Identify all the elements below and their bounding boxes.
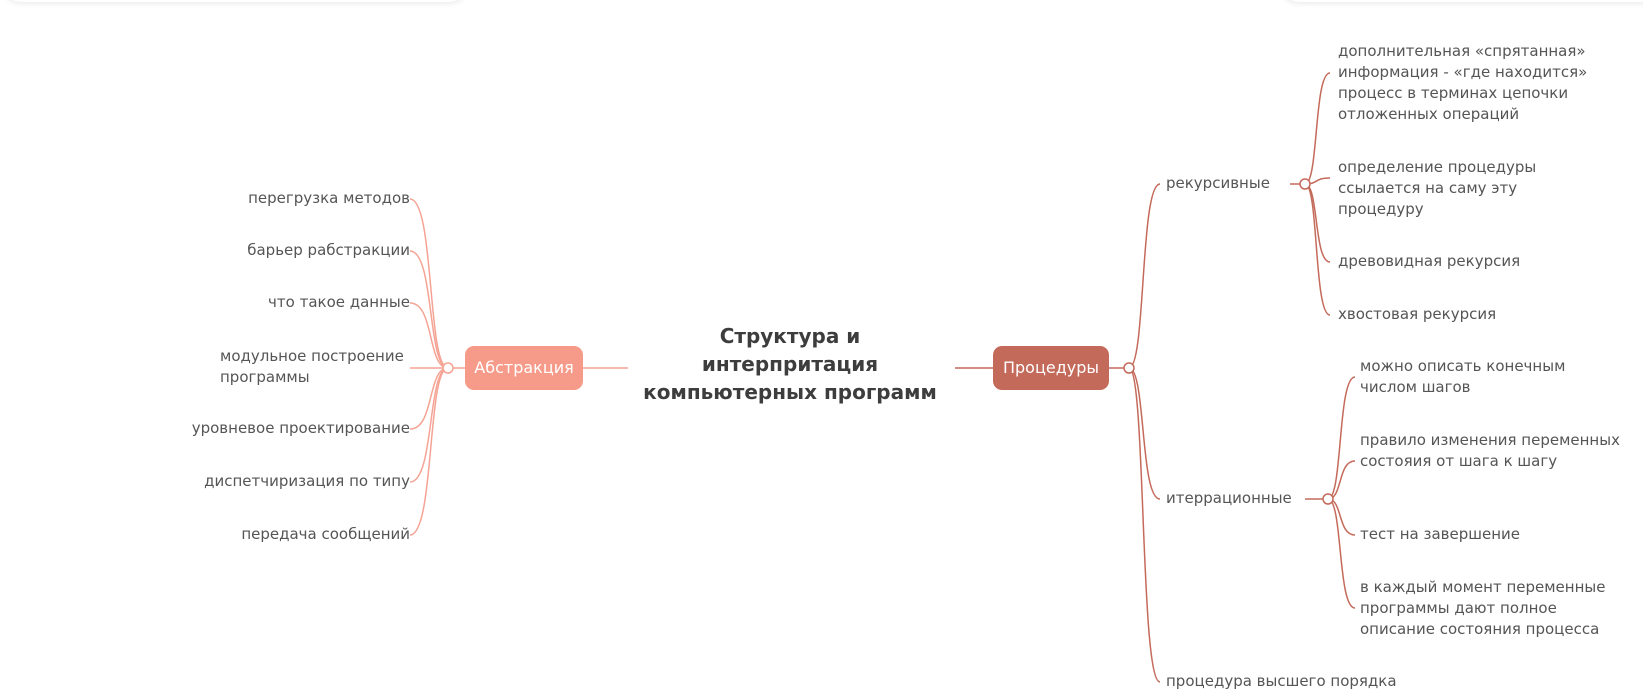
topic-higher-order-procedure[interactable]: процедура высшего порядка xyxy=(1166,672,1397,690)
edge-iterative-child xyxy=(1327,498,1356,609)
leaf-self-reference[interactable]: определение процедуры ссылается на саму … xyxy=(1338,158,1537,218)
edge-recursive-child xyxy=(1304,72,1331,185)
edge-procedures-child xyxy=(1128,367,1161,683)
edge-procedures-child xyxy=(1128,183,1161,369)
leaf-finite-steps[interactable]: можно описать конечным числом шагов xyxy=(1360,357,1566,396)
leaf-message-passing[interactable]: передача сообщений xyxy=(241,525,410,543)
topic-recursive[interactable]: рекурсивные xyxy=(1166,174,1270,192)
leaf-state-change-rule[interactable]: правило изменения переменных состояия от… xyxy=(1360,431,1620,470)
leaf-type-dispatch[interactable]: диспетчиризация по типу xyxy=(204,472,410,490)
leaf-tail-recursion[interactable]: хвостовая рекурсия xyxy=(1338,305,1497,323)
root-title-line: интерпритация xyxy=(701,352,879,376)
root-title-line: компьютерных программ xyxy=(643,380,937,404)
leaf-full-state-description[interactable]: в каждый момент переменные программы даю… xyxy=(1360,578,1606,638)
edge-abstraction-child xyxy=(409,250,449,369)
edge-abstraction-child xyxy=(409,198,449,369)
collapse-toggle-recursive[interactable] xyxy=(1299,178,1311,190)
edge-recursive-child xyxy=(1304,183,1331,316)
leaf-modular-construction[interactable]: модульное построение программы xyxy=(220,347,404,386)
collapse-toggle-iterative[interactable] xyxy=(1322,493,1334,505)
root-topic[interactable]: Структура и интерпритация компьютерных п… xyxy=(620,322,960,406)
topic-procedures[interactable]: Процедуры xyxy=(993,346,1109,390)
collapse-toggle-procedures[interactable] xyxy=(1123,362,1135,374)
leaf-tree-recursion[interactable]: древовидная рекурсия xyxy=(1338,252,1521,270)
edge-iterative-child xyxy=(1327,376,1356,500)
root-title-line: Структура и xyxy=(719,324,861,348)
leaf-layered-design[interactable]: уровневое проектирование xyxy=(191,419,410,437)
top-left-panel xyxy=(0,0,470,2)
edge-iterative-child xyxy=(1327,498,1356,536)
edge-recursive-child xyxy=(1304,183,1331,263)
edge-iterative-child xyxy=(1327,460,1356,500)
leaf-hidden-info[interactable]: дополнительная «спрятанная» информация -… xyxy=(1338,42,1588,123)
leaf-method-overloading[interactable]: перегрузка методов xyxy=(248,189,410,207)
leaf-abstraction-barrier[interactable]: барьер рабстракции xyxy=(247,241,410,259)
topic-iterative[interactable]: итеррационные xyxy=(1166,489,1292,507)
leaf-what-is-data[interactable]: что такое данные xyxy=(268,293,410,311)
edge-abstraction-child xyxy=(409,367,449,536)
edge-abstraction-child xyxy=(409,302,449,369)
edge-procedures-child xyxy=(1128,367,1161,500)
collapse-toggle-abstraction[interactable] xyxy=(442,362,454,374)
topic-abstraction[interactable]: Абстракция xyxy=(465,346,583,390)
top-right-panel xyxy=(1278,0,1643,2)
edge-abstraction-child xyxy=(409,367,449,430)
leaf-termination-test[interactable]: тест на завершение xyxy=(1360,525,1520,543)
